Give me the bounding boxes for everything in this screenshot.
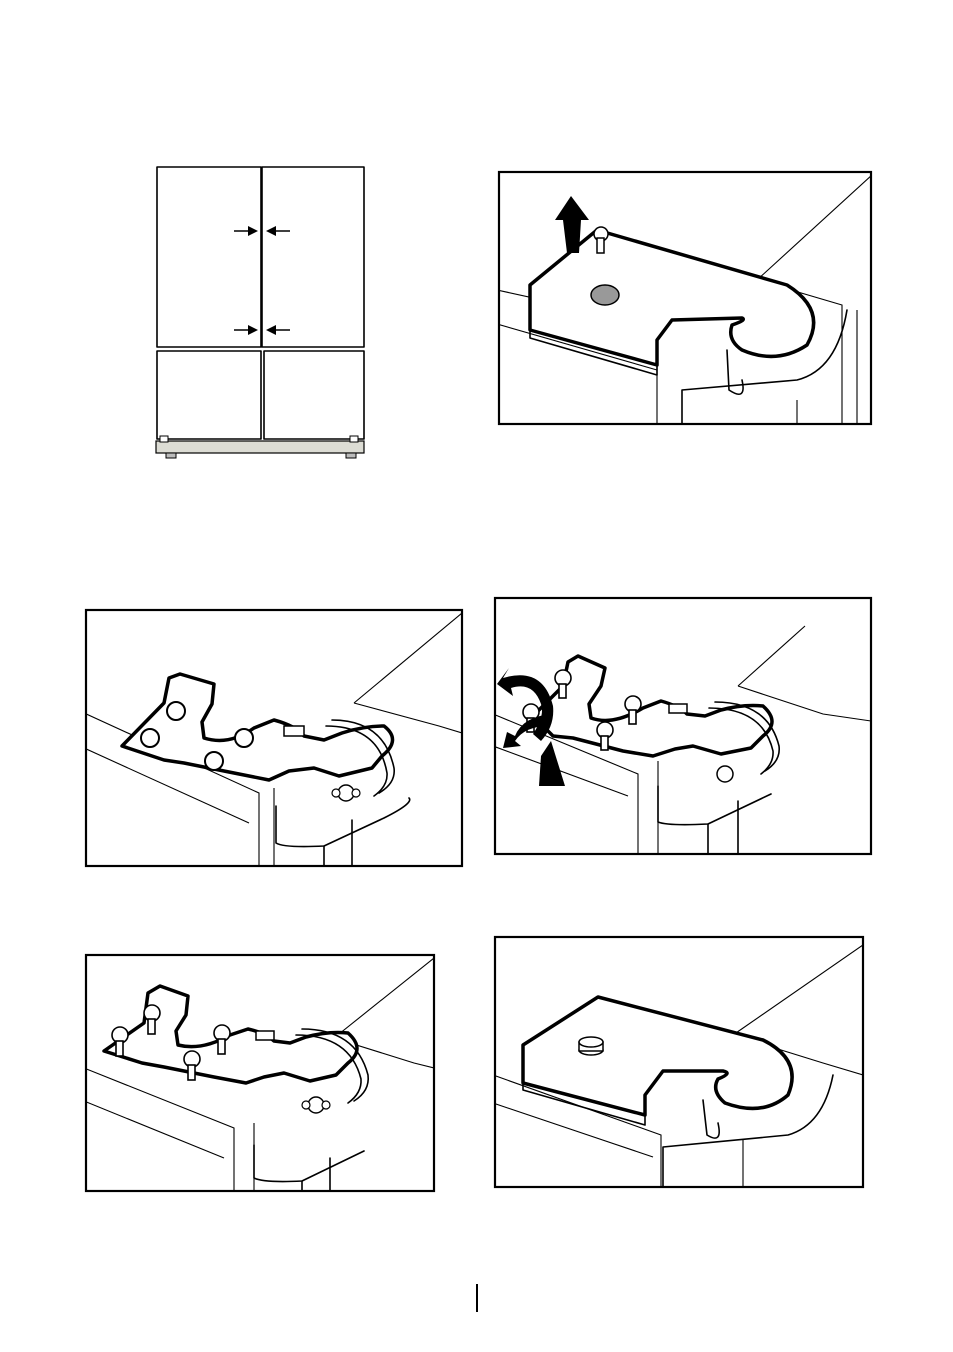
hinge-plate-screws-figure (84, 608, 466, 870)
refrigerator-front-icon (150, 160, 372, 460)
page-marker (476, 1284, 478, 1312)
hinge-unscrew-icon (493, 596, 875, 858)
hinge-plate-icon (84, 608, 466, 870)
hinge-plate-icon (84, 953, 438, 1195)
hinge-cover-icon (493, 935, 867, 1191)
hinge-plate-screws-loose-figure (84, 953, 438, 1195)
hinge-cover-removal-figure (497, 170, 875, 428)
hinge-cover-icon (497, 170, 875, 428)
hinge-cover-installed-figure (493, 935, 867, 1191)
hinge-plate-unscrewing-figure (493, 596, 875, 858)
fridge-front-figure (150, 160, 372, 460)
